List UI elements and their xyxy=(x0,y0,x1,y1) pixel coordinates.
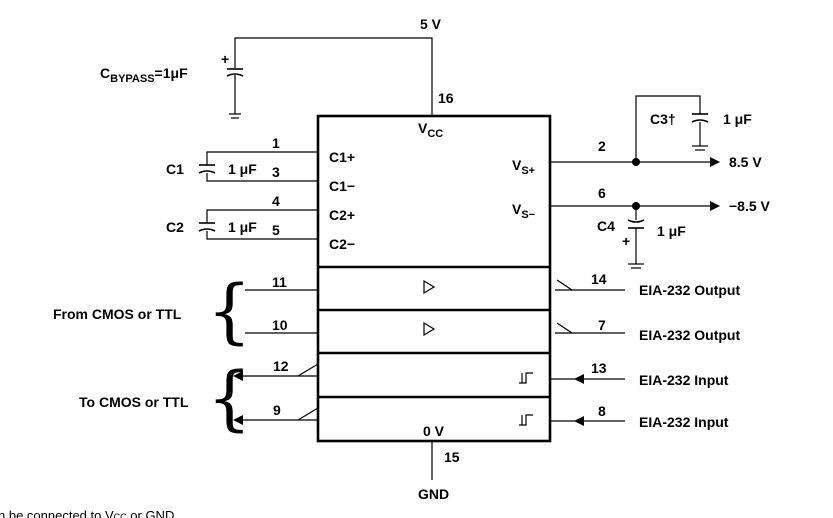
chip-c2p-label: C2+ xyxy=(329,207,355,223)
to-cmos-ttl-label: To CMOS or TTL xyxy=(79,394,189,410)
c2-value: 1 μF xyxy=(228,219,257,235)
c4-name: C4 xyxy=(597,218,615,234)
pin-dout1: 14 xyxy=(591,271,607,287)
footnote: n be connected to VCC or GND. xyxy=(0,508,178,518)
eia232-input-1-label: EIA-232 Input xyxy=(639,372,729,388)
brace-from: { xyxy=(207,270,252,352)
eia232-output-2-label: EIA-232 Output xyxy=(639,327,740,343)
c3-name: C3† xyxy=(650,111,676,127)
supply-voltage-label: 5 V xyxy=(420,16,442,32)
pin-vsp: 2 xyxy=(598,138,606,154)
ground-voltage-label: 0 V xyxy=(423,423,445,439)
pin-c1m: 3 xyxy=(272,164,280,180)
bypass-cap-label: CBYPASS=1μF xyxy=(100,65,188,85)
pin-rout1: 12 xyxy=(273,358,289,374)
pin-c2p: 4 xyxy=(272,193,280,209)
arrowheads xyxy=(233,157,720,426)
pin-rin2: 8 xyxy=(598,403,606,419)
pin-c2m: 5 xyxy=(272,222,280,238)
pin-gnd: 15 xyxy=(444,449,460,465)
ground-label: GND xyxy=(418,486,449,502)
pin-c1p: 1 xyxy=(272,135,280,151)
rail-negative-label: −8.5 V xyxy=(729,198,771,214)
wires xyxy=(206,37,710,480)
capacitor-plates xyxy=(198,68,709,232)
chip-vsp-label: VS+ xyxy=(512,157,535,177)
bypass-polarity: + xyxy=(221,51,229,67)
eia232-output-1-label: EIA-232 Output xyxy=(639,282,740,298)
from-cmos-ttl-label: From CMOS or TTL xyxy=(53,306,182,322)
rail-positive-label: 8.5 V xyxy=(729,154,762,170)
pin-din1: 11 xyxy=(272,274,287,290)
chip-vcc-label: VCC xyxy=(418,120,443,140)
pin-dout2: 7 xyxy=(598,317,606,333)
c1-value: 1 μF xyxy=(228,161,257,177)
brace-to: { xyxy=(207,357,252,439)
pin-vsm: 6 xyxy=(598,185,606,201)
pin-rin1: 13 xyxy=(591,360,607,376)
chip-vsm-label: VS− xyxy=(512,201,535,221)
eia232-input-2-label: EIA-232 Input xyxy=(639,414,729,430)
junction-dot-vsm xyxy=(632,202,640,210)
c2-name: C2 xyxy=(166,219,184,235)
chip-c1p-label: C1+ xyxy=(329,149,355,165)
ic-package xyxy=(316,114,552,443)
pin-rout2: 9 xyxy=(273,402,281,418)
chip-c1m-label: C1− xyxy=(329,178,355,194)
c4-value: 1 μF xyxy=(657,223,686,239)
pin-din2: 10 xyxy=(272,317,288,333)
junction-dot-vsp xyxy=(632,158,640,166)
c1-name: C1 xyxy=(166,161,184,177)
pin-vcc: 16 xyxy=(438,90,454,106)
c4-polarity: + xyxy=(622,233,630,249)
c3-value: 1 μF xyxy=(723,111,752,127)
chip-c2m-label: C2− xyxy=(329,236,355,252)
